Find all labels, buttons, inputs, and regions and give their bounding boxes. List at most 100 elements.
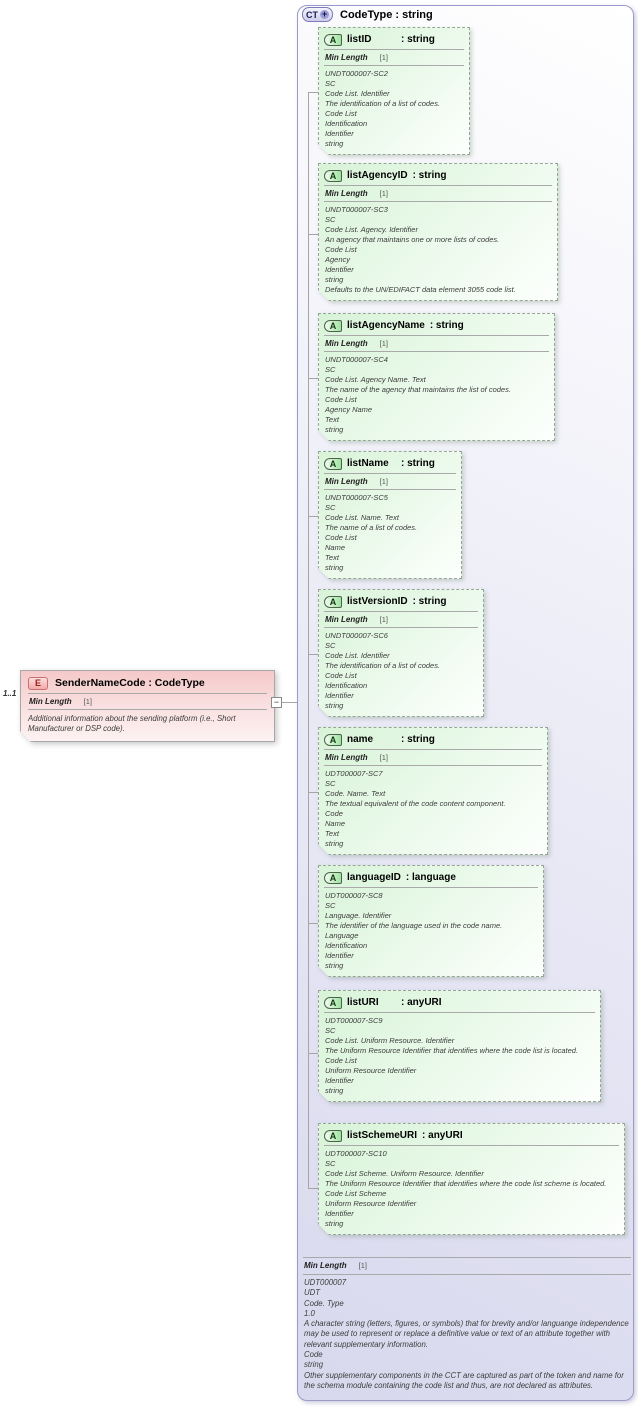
facet-label: Min Length: [325, 339, 368, 348]
annotation-text: UNDT000007-SC6 SC Code List. Identifier …: [325, 631, 441, 710]
attribute-name: listName: [347, 458, 389, 469]
connector-stub: [308, 1188, 318, 1189]
annotation-text: UNDT000007-SC5 SC Code List. Name. Text …: [325, 493, 418, 572]
facet-value: [1]: [379, 753, 388, 762]
complex-type-header[interactable]: CT + CodeType : string: [302, 7, 433, 22]
annotation-text: UDT000007-SC10 SC Code List Scheme. Unif…: [325, 1149, 607, 1228]
divider: [324, 185, 552, 186]
plus-icon: +: [320, 9, 329, 19]
attribute-type: : language: [405, 872, 456, 883]
annotation-text: UNDT000007-SC4 SC Code List. Agency Name…: [325, 355, 511, 434]
divider: [28, 709, 267, 710]
attribute-icon: A: [324, 34, 342, 46]
divider: [324, 611, 478, 612]
facet-value: [1]: [379, 189, 388, 198]
collapse-icon: −: [273, 697, 280, 707]
attribute-type: : string: [412, 596, 447, 607]
attribute-type: : string: [401, 34, 435, 45]
divider: [324, 351, 549, 352]
facet-value: [1]: [379, 477, 388, 486]
complex-type-badge-label: CT: [306, 9, 318, 20]
attribute-name: listURI: [347, 997, 379, 1008]
attribute-icon: A: [324, 734, 342, 746]
attribute-name: listSchemeURI: [347, 1130, 418, 1141]
element-title: SenderNameCode : CodeType: [55, 677, 205, 689]
attribute-icon: A: [324, 320, 342, 332]
attribute-type: : string: [429, 320, 464, 331]
divider: [324, 65, 464, 66]
element-icon: E: [28, 677, 48, 690]
attribute-box-list-uri[interactable]: A listURI : anyURI UDT000007-SC9 SC Code…: [318, 990, 601, 1102]
complex-type-icon: CT +: [302, 7, 333, 22]
facet-label: Min Length: [325, 615, 368, 624]
facet-value: [1]: [379, 53, 388, 62]
divider: [324, 49, 464, 50]
attribute-box-list-name[interactable]: A listName : string Min Length [1] UNDT0…: [318, 451, 462, 579]
divider: [324, 473, 456, 474]
facet-value: [1]: [379, 615, 388, 624]
divider: [324, 749, 542, 750]
collapse-toggle[interactable]: −: [271, 697, 282, 708]
complex-type-annotation: UDT000007 UDT Code. Type 1.0 A character…: [304, 1278, 629, 1390]
connector-stub: [308, 792, 318, 793]
attribute-name: languageID: [347, 872, 401, 883]
attribute-box-list-version-id[interactable]: A listVersionID : string Min Length [1] …: [318, 589, 484, 717]
facet-label: Min Length: [304, 1261, 347, 1270]
attribute-name: name: [347, 734, 374, 745]
connector-stub: [308, 1053, 318, 1054]
facet-value: [1]: [379, 339, 388, 348]
element-description: Additional information about the sending…: [28, 714, 236, 733]
connector-trunk: [308, 92, 309, 1188]
attribute-box-list-agency-name[interactable]: A listAgencyName : string Min Length [1]…: [318, 313, 555, 441]
attribute-name: listID: [347, 34, 372, 45]
complex-type-footer: Min Length [1] UDT000007 UDT Code. Type …: [303, 1256, 631, 1391]
attribute-box-list-scheme-uri[interactable]: A listSchemeURI : anyURI UDT000007-SC10 …: [318, 1123, 625, 1235]
attribute-type: : anyURI: [401, 997, 442, 1008]
attribute-icon: A: [324, 997, 342, 1009]
attribute-box-list-agency-id[interactable]: A listAgencyID : string Min Length [1] U…: [318, 163, 558, 301]
connector-stub: [308, 92, 318, 93]
divider: [324, 1012, 595, 1013]
attribute-box-list-id[interactable]: A listID : string Min Length [1] UNDT000…: [318, 27, 470, 155]
divider: [324, 201, 552, 202]
divider: [324, 1145, 619, 1146]
attribute-type: : anyURI: [422, 1130, 463, 1141]
divider: [303, 1274, 631, 1275]
attribute-icon: A: [324, 872, 342, 884]
facet-label: Min Length: [325, 753, 368, 762]
divider: [324, 335, 549, 336]
facet-label: Min Length: [325, 477, 368, 486]
attribute-type: : string: [401, 458, 435, 469]
connector-stub: [308, 923, 318, 924]
divider: [28, 693, 267, 694]
annotation-text: UDT000007-SC8 SC Language. Identifier Th…: [325, 891, 503, 970]
facet-label: Min Length: [29, 697, 72, 706]
facet-value: [1]: [358, 1261, 367, 1270]
attribute-icon: A: [324, 1130, 342, 1142]
divider: [324, 765, 542, 766]
attribute-type: : string: [412, 170, 447, 181]
divider: [324, 489, 456, 490]
connector-stub: [308, 516, 318, 517]
attribute-icon: A: [324, 596, 342, 608]
connector-stub: [308, 234, 318, 235]
annotation-text: UNDT000007-SC3 SC Code List. Agency. Ide…: [325, 205, 516, 294]
attribute-name: listAgencyID: [347, 170, 408, 181]
divider: [303, 1257, 631, 1258]
attribute-type: : string: [401, 734, 435, 745]
complex-type-title: CodeType : string: [340, 8, 433, 21]
facet-label: Min Length: [325, 53, 368, 62]
connector-line: [275, 702, 297, 703]
attribute-box-name[interactable]: A name : string Min Length [1] UDT000007…: [318, 727, 548, 855]
attribute-name: listAgencyName: [347, 320, 425, 331]
attribute-name: listVersionID: [347, 596, 408, 607]
facet-label: Min Length: [325, 189, 368, 198]
divider: [324, 627, 478, 628]
connector-stub: [308, 378, 318, 379]
attribute-icon: A: [324, 458, 342, 470]
annotation-text: UDT000007-SC9 SC Code List. Uniform Reso…: [325, 1016, 579, 1095]
attribute-icon: A: [324, 170, 342, 182]
facet-value: [1]: [83, 697, 92, 706]
attribute-box-language-id[interactable]: A languageID : language UDT000007-SC8 SC…: [318, 865, 544, 977]
element-box-sender-name-code[interactable]: E SenderNameCode : CodeType Min Length […: [20, 670, 275, 742]
